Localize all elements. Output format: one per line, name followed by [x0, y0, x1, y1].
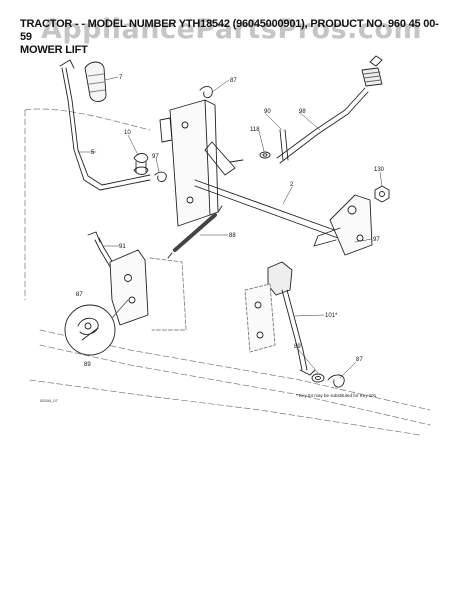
part-98-lift-link: [276, 55, 383, 164]
leader-lines: [77, 76, 383, 379]
part-88-assist-spring: [167, 205, 223, 259]
callout-10: 10: [124, 130, 131, 136]
callout-89-right: 89: [294, 344, 301, 350]
page-title: TRACTOR - - MODEL NUMBER YTH18542 (96045…: [20, 18, 450, 57]
part-2-lift-shaft: [194, 141, 341, 239]
part-101-right-lift-arm: [267, 261, 316, 376]
callout-7: 7: [119, 75, 123, 81]
part-7-handle-grip: [84, 61, 107, 102]
callout-90: 90: [264, 109, 271, 115]
right-pivot-bracket: [313, 194, 373, 256]
callout-98: 98: [299, 109, 306, 115]
callout-97-right: 97: [373, 237, 380, 243]
callout-87-right: 87: [356, 357, 363, 363]
title-line-2: MOWER LIFT: [20, 44, 88, 56]
callout-101: 101*: [325, 313, 338, 319]
callout-130: 130: [374, 167, 385, 173]
callout-5: 5: [91, 150, 95, 156]
mount-bracket-center: [159, 99, 219, 227]
part-5-lift-lever: [59, 59, 151, 191]
callout-2: 2: [290, 182, 294, 188]
footnote: * Key 54 may be substituted for Key 101: [296, 393, 377, 398]
part-118-washer: [259, 151, 271, 159]
title-line-1: TRACTOR - - MODEL NUMBER YTH18542 (96045…: [20, 18, 439, 43]
part-10-spring: [133, 153, 149, 175]
detail-zoom-circle: [64, 299, 129, 356]
callout-89-detail: 89: [84, 362, 91, 368]
left-lower-bracket: [109, 249, 187, 331]
parts-89-87-right: [311, 373, 345, 388]
callout-88: 88: [229, 233, 236, 239]
part-130-nut: [374, 185, 390, 203]
callout-97-left: 97: [152, 154, 159, 160]
diagram-code: 05344_07: [40, 398, 59, 403]
callout-87-top: 87: [230, 78, 237, 84]
frame-outline: [24, 108, 431, 436]
callout-labels: 7 5 87 10 97 118 90 98 2 130 97 88 91 87…: [76, 75, 385, 368]
callout-118: 118: [250, 127, 260, 133]
callout-87-detail: 87: [76, 292, 83, 298]
right-lower-bracket: [244, 283, 276, 353]
part-90-clip: [279, 129, 289, 161]
callout-91: 91: [119, 244, 126, 250]
